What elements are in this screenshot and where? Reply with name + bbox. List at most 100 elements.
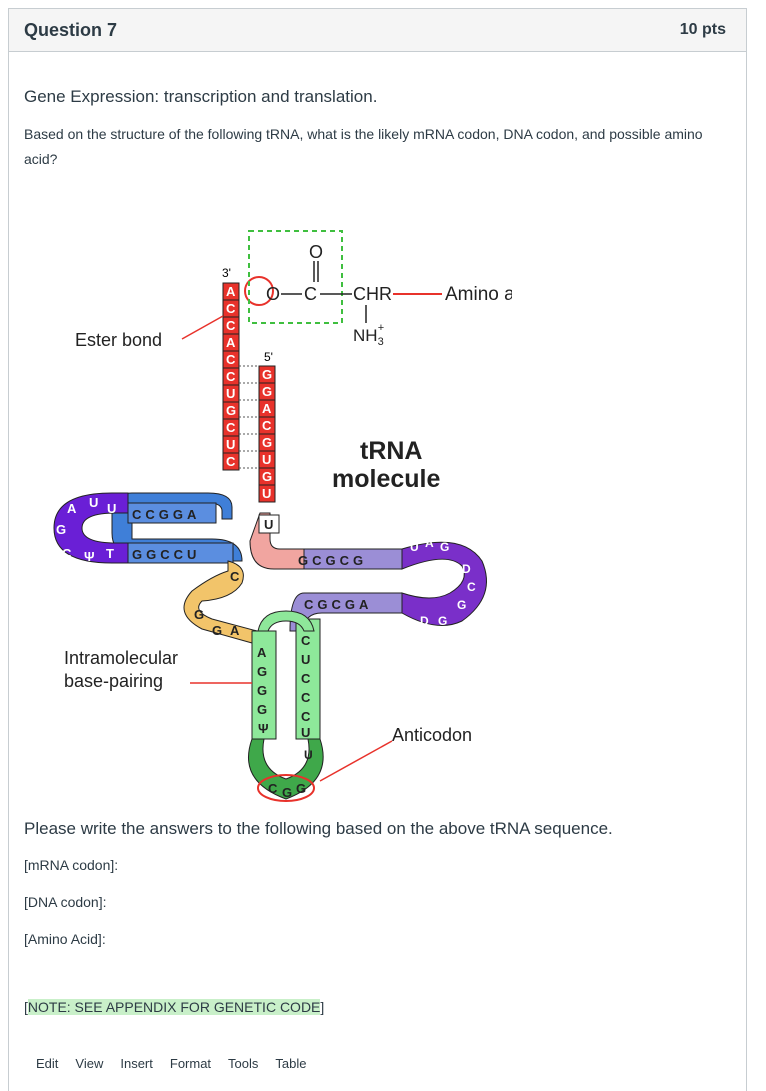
acceptor-3prime-base: C bbox=[226, 301, 236, 316]
svg-text:G: G bbox=[257, 702, 267, 717]
molecule-label: molecule bbox=[332, 465, 440, 493]
ester-bond-circle bbox=[244, 276, 274, 306]
acceptor-5prime-base: A bbox=[262, 401, 272, 416]
acceptor-5prime-base: U bbox=[262, 486, 271, 501]
svg-text:A: A bbox=[67, 501, 77, 516]
svg-text:GGCCU: GGCCU bbox=[132, 547, 200, 562]
intramolecular-label: Intramolecular bbox=[64, 648, 178, 668]
d-arm: CCGGA GGCCU bbox=[111, 492, 243, 564]
variable-loop bbox=[183, 560, 258, 644]
anticodon-loop bbox=[248, 738, 324, 800]
acceptor-3prime-base: U bbox=[226, 386, 235, 401]
acceptor-5prime-base: G bbox=[262, 367, 272, 382]
carbonyl-box bbox=[248, 230, 343, 324]
svg-text:A: A bbox=[425, 536, 434, 550]
three-prime-label: 3' bbox=[222, 266, 231, 280]
d-loop bbox=[53, 492, 129, 564]
svg-text:CCGGA: CCGGA bbox=[132, 507, 200, 522]
answer-amino-label: [Amino Acid]: bbox=[24, 931, 106, 947]
svg-text:C: C bbox=[301, 671, 311, 686]
svg-text:U: U bbox=[410, 540, 419, 554]
anticodon-highlight bbox=[257, 774, 315, 802]
nh3-label: NH3+ bbox=[353, 322, 384, 348]
svg-text:C: C bbox=[301, 709, 311, 724]
anticodon-pointer bbox=[319, 740, 393, 782]
acceptor-3prime-base: C bbox=[226, 369, 236, 384]
question-heading: Gene Expression: transcription and trans… bbox=[24, 87, 378, 106]
question-card: Question 7 10 pts Gene Expression: trans… bbox=[8, 8, 747, 1091]
menu-format[interactable]: Format bbox=[169, 1056, 212, 1071]
svg-text:C: C bbox=[230, 569, 240, 584]
svg-text:G: G bbox=[438, 614, 447, 628]
menu-edit[interactable]: Edit bbox=[36, 1056, 59, 1071]
anticodon-stem: A G G G Ψ C U C C C U bbox=[251, 610, 321, 740]
svg-text:A: A bbox=[257, 645, 267, 660]
svg-text:D: D bbox=[462, 562, 471, 576]
svg-text:U: U bbox=[301, 652, 310, 667]
appendix-note-highlight: NOTE: SEE APPENDIX FOR GENETIC CODE bbox=[27, 999, 321, 1015]
trna-label: tRNA bbox=[360, 437, 423, 465]
acceptor-5prime-base: G bbox=[262, 384, 272, 399]
svg-text:Ψ: Ψ bbox=[258, 721, 269, 736]
svg-text:G: G bbox=[282, 785, 292, 800]
anticodon-label: Anticodon bbox=[392, 725, 472, 745]
acceptor-3prime-base-box bbox=[222, 452, 240, 471]
svg-text:C: C bbox=[301, 633, 311, 648]
svg-text:CGCGA: CGCGA bbox=[304, 597, 372, 612]
svg-text:A: A bbox=[230, 623, 240, 638]
svg-text:G: G bbox=[56, 522, 66, 537]
menu-tools[interactable]: Tools bbox=[228, 1056, 259, 1071]
svg-text:G: G bbox=[457, 598, 466, 612]
chr-label: CHR bbox=[353, 284, 392, 304]
menu-insert[interactable]: Insert bbox=[120, 1056, 153, 1071]
question-header: Question 7 10 pts bbox=[9, 9, 746, 52]
svg-text:U: U bbox=[301, 725, 310, 740]
menu-table[interactable]: Table bbox=[275, 1056, 307, 1071]
instruction-text: Please write the answers to the followin… bbox=[24, 819, 613, 838]
answer-dna-label: [DNA codon]: bbox=[24, 894, 107, 910]
acceptor-3prime-base: G bbox=[226, 403, 236, 418]
svg-text:G: G bbox=[257, 683, 267, 698]
acceptor-3prime-base: A bbox=[226, 335, 236, 350]
amino-acid-label: Amino acid bbox=[445, 284, 512, 305]
question-points: 10 pts bbox=[679, 21, 726, 38]
acceptor-5prime-base: U bbox=[262, 452, 271, 467]
carbonyl-oxygen: O bbox=[309, 242, 323, 262]
svg-text:C: C bbox=[62, 546, 72, 561]
menu-view[interactable]: View bbox=[75, 1056, 104, 1071]
acceptor-5prime-base: C bbox=[262, 418, 272, 433]
svg-text:Ψ: Ψ bbox=[84, 549, 95, 564]
svg-text:GCGCG: GCGCG bbox=[298, 553, 367, 568]
question-title: Question 7 bbox=[24, 19, 118, 40]
svg-text:C: C bbox=[301, 690, 311, 705]
svg-text:G: G bbox=[440, 540, 449, 554]
ester-bond-label: Ester bond bbox=[75, 330, 162, 350]
appendix-note: [NOTE: SEE APPENDIX FOR GENETIC CODE] bbox=[24, 999, 325, 1015]
svg-text:T: T bbox=[106, 546, 114, 561]
editor-menubar: Edit View Insert Format Tools Table bbox=[36, 1056, 306, 1071]
acceptor-5prime-base: G bbox=[262, 469, 272, 484]
oxygen-atom: O bbox=[266, 284, 280, 304]
base-pairing-label: base-pairing bbox=[64, 671, 163, 691]
svg-text:C: C bbox=[467, 580, 476, 594]
svg-text:C: C bbox=[268, 781, 278, 796]
svg-text:G: G bbox=[257, 664, 267, 679]
acceptor-3prime-base: C bbox=[226, 352, 236, 367]
svg-text:D: D bbox=[420, 614, 429, 628]
acceptor-3prime-base: U bbox=[226, 437, 235, 452]
anticodon-bases: C G G bbox=[268, 781, 306, 800]
answer-mrna-label: [mRNA codon]: bbox=[24, 857, 119, 873]
carbon-atom: C bbox=[304, 284, 317, 304]
question-prompt: Based on the structure of the following … bbox=[24, 126, 703, 167]
acceptor-3prime-base: C bbox=[226, 420, 236, 435]
svg-text:G: G bbox=[194, 607, 204, 622]
acceptor-5prime-base: G bbox=[262, 435, 272, 450]
acceptor-3prime-base: A bbox=[226, 284, 236, 299]
svg-text:U: U bbox=[264, 517, 273, 532]
t-arm: GCGCG CGCGA bbox=[289, 548, 403, 632]
svg-text:U: U bbox=[107, 501, 116, 516]
t-loop bbox=[401, 541, 487, 626]
five-prime-label: 5' bbox=[264, 350, 273, 364]
